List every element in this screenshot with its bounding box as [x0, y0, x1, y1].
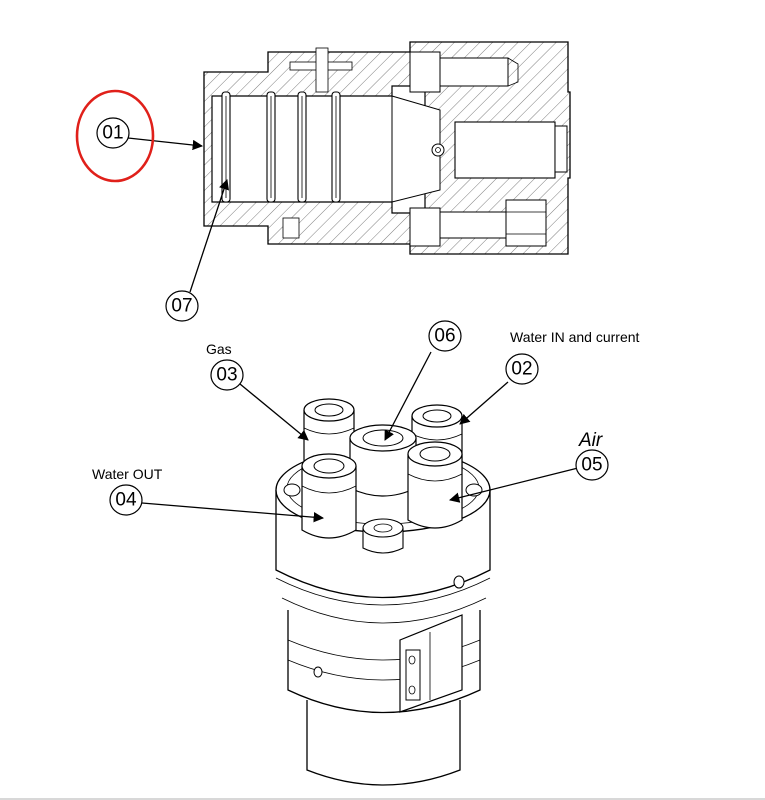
lower-cylinder: [306, 700, 461, 786]
callout-04-label: 04: [115, 490, 137, 511]
callout-02: 02: [505, 353, 539, 385]
caption-water-in: Water IN and current: [510, 329, 640, 345]
callout-07: 07: [165, 290, 199, 322]
caption-gas: Gas: [206, 341, 232, 357]
air-fitting: [407, 441, 463, 529]
callout-01: 01: [96, 117, 130, 149]
o-rings: [221, 91, 341, 203]
caption-water-out: Water OUT: [92, 466, 163, 482]
caption-air: Air: [578, 430, 603, 451]
section-view: [203, 41, 571, 255]
callout-05-label: 05: [581, 455, 602, 476]
callout-01-label: 01: [102, 123, 123, 144]
water-out-fitting: [301, 453, 357, 539]
callout-03: 03: [210, 359, 244, 391]
bottom-divider: [0, 798, 765, 800]
callout-07-label: 07: [171, 296, 192, 317]
callout-06-label: 06: [434, 326, 455, 347]
callout-06: 06: [428, 320, 462, 352]
highlight-circle: [75, 89, 155, 183]
center-nut: [362, 518, 404, 554]
callout-03-label: 03: [216, 365, 237, 386]
section-cone: [391, 95, 441, 203]
leader-lines: [127, 137, 579, 523]
center-fitting: [349, 424, 417, 497]
coupling-3d-view: [275, 398, 491, 786]
callout-04: 04: [109, 484, 143, 516]
callout-02-label: 02: [511, 359, 532, 380]
callout-05: 05: [575, 449, 609, 481]
